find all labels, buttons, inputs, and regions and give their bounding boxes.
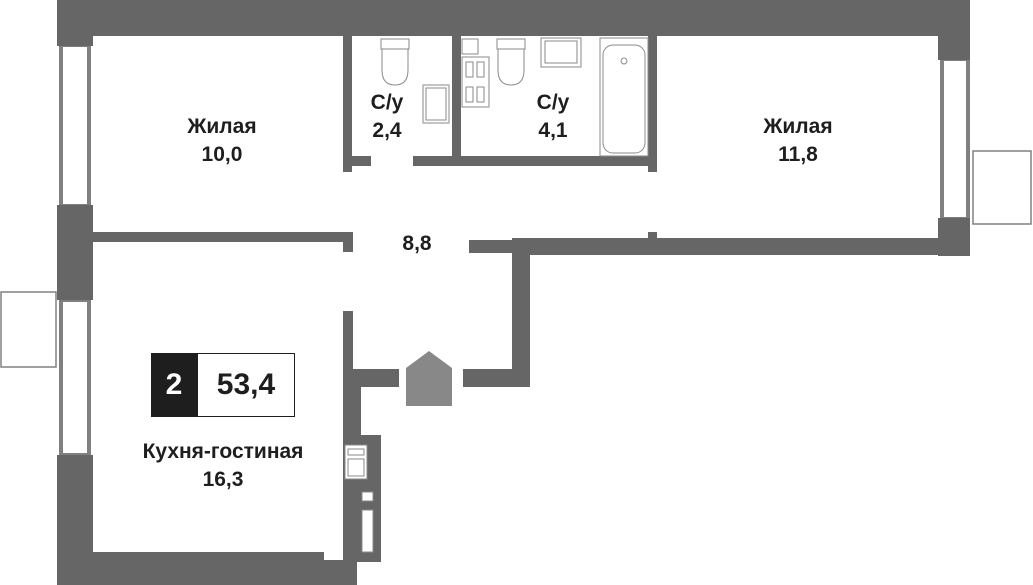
room-area: 10,0 <box>201 143 243 166</box>
house-entrance-icon <box>406 351 452 406</box>
windows <box>59 46 970 455</box>
walls <box>57 0 970 585</box>
room-living-1: Жилая 10,0 <box>187 113 256 169</box>
room-area: 11,8 <box>778 143 818 166</box>
room-name: Жилая <box>763 115 833 138</box>
room-kitchen-living: Кухня-гостиная 16,3 <box>143 438 304 494</box>
apartment-badge: 2 53,4 <box>151 353 295 417</box>
room-area: 4,1 <box>538 119 568 142</box>
room-area: 8,8 <box>402 232 432 255</box>
room-name: С/у <box>370 91 404 114</box>
room-count: 2 <box>152 354 196 416</box>
room-wc-1: С/у 2,4 <box>371 89 404 145</box>
room-hall: 8,8 <box>402 230 431 258</box>
balconies <box>0 150 1032 368</box>
room-name: С/у <box>536 91 570 114</box>
room-wc-2: С/у 4,1 <box>537 89 570 145</box>
room-name: Кухня-гостиная <box>142 440 304 463</box>
total-area: 53,4 <box>196 354 294 416</box>
room-area: 2,4 <box>372 119 402 142</box>
room-living-2: Жилая 11,8 <box>763 113 832 169</box>
room-area: 16,3 <box>202 468 244 491</box>
room-name: Жилая <box>187 115 257 138</box>
fixtures <box>344 37 649 553</box>
